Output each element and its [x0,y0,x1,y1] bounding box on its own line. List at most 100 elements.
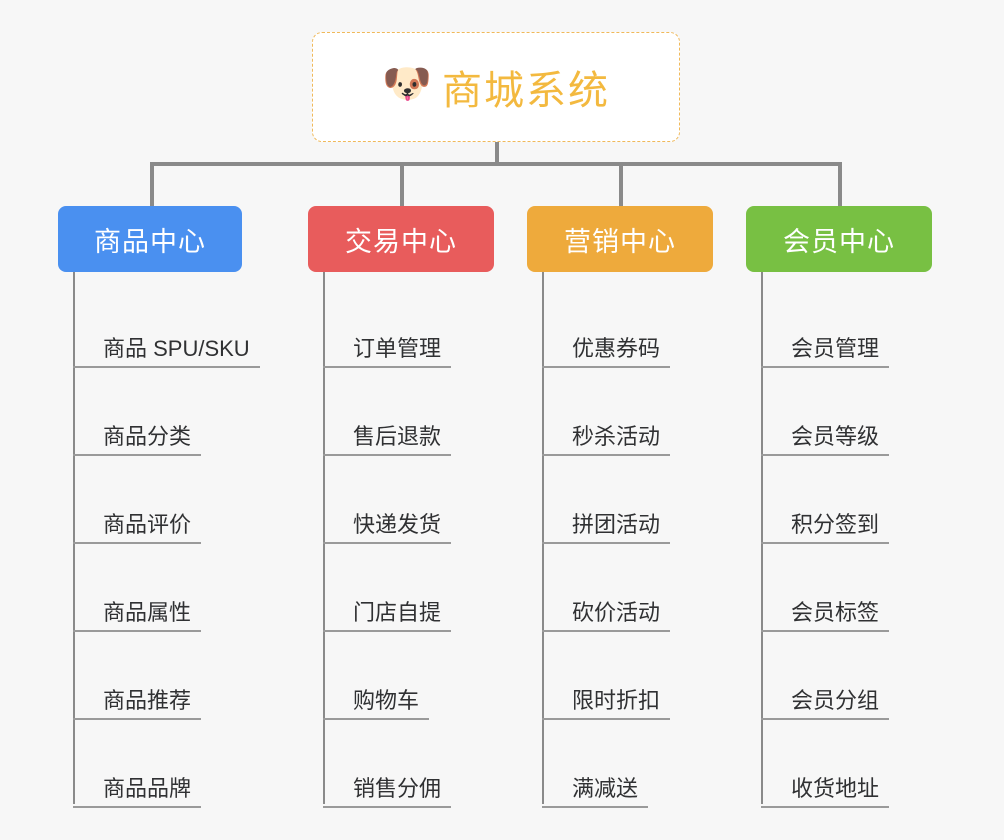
leaf-label: 满减送 [572,775,639,801]
leaf-item[interactable]: 会员分组 [761,632,966,720]
leaf-item[interactable]: 快递发货 [323,456,528,544]
category-box-4[interactable]: 会员中心 [746,206,932,272]
leaf-label: 砍价活动 [572,599,661,625]
leaf-label: 购物车 [353,687,420,713]
connector-drop-2 [400,162,404,206]
leaf-label: 积分签到 [791,511,880,537]
leaf-item[interactable]: 商品品牌 [73,720,278,808]
leaf-item[interactable]: 商品评价 [73,456,278,544]
leaf-label: 商品品牌 [103,775,192,801]
connector-drop-1 [150,162,154,206]
category-column-3: 营销中心 优惠券码 秒杀活动 拼团活动 砍价活动 限时折扣 [527,206,747,808]
leaf-underline [761,454,889,456]
category-column-1: 商品中心 商品 SPU/SKU 商品分类 商品评价 商品属性 商品推荐 [58,206,278,808]
leaf-label: 会员标签 [791,599,880,625]
leaf-item[interactable]: 优惠券码 [542,280,747,368]
leaf-label: 会员分组 [791,687,880,713]
leaf-underline [73,718,201,720]
leaf-list-4: 会员管理 会员等级 积分签到 会员标签 会员分组 收货地址 [746,272,966,808]
category-label-3: 营销中心 [564,226,676,257]
leaf-spine-2 [323,272,325,804]
leaf-item[interactable]: 售后退款 [323,368,528,456]
leaf-item[interactable]: 订单管理 [323,280,528,368]
leaf-underline [761,542,889,544]
leaf-item[interactable]: 拼团活动 [542,456,747,544]
leaf-underline [761,806,889,808]
connector-horizontal-bus [150,162,840,166]
leaf-underline [323,806,451,808]
shiba-dog-face-icon: 🐶 [382,62,432,106]
leaf-label: 商品分类 [103,423,192,449]
leaf-underline [542,718,670,720]
leaf-item[interactable]: 商品分类 [73,368,278,456]
leaf-label: 商品属性 [103,599,192,625]
leaf-label: 限时折扣 [572,687,661,713]
leaf-underline [323,718,429,720]
leaf-item[interactable]: 商品属性 [73,544,278,632]
leaf-item[interactable]: 砍价活动 [542,544,747,632]
leaf-underline [73,630,201,632]
leaf-underline [761,366,889,368]
leaf-list-1: 商品 SPU/SKU 商品分类 商品评价 商品属性 商品推荐 商品品牌 [58,272,278,808]
leaf-item[interactable]: 购物车 [323,632,528,720]
leaf-item[interactable]: 销售分佣 [323,720,528,808]
leaf-underline [73,366,260,368]
leaf-underline [542,806,648,808]
category-label-1: 商品中心 [94,226,206,257]
category-column-4: 会员中心 会员管理 会员等级 积分签到 会员标签 会员分组 [746,206,966,808]
leaf-item[interactable]: 会员管理 [761,280,966,368]
leaf-underline [542,542,670,544]
leaf-item[interactable]: 门店自提 [323,544,528,632]
leaf-item[interactable]: 商品 SPU/SKU [73,280,278,368]
connector-root-stem [495,142,499,164]
leaf-spine-4 [761,272,763,804]
leaf-item[interactable]: 限时折扣 [542,632,747,720]
root-title: 商城系统 [442,69,610,113]
leaf-item[interactable]: 秒杀活动 [542,368,747,456]
leaf-underline [542,366,670,368]
leaf-label: 会员管理 [791,335,880,361]
leaf-list-3: 优惠券码 秒杀活动 拼团活动 砍价活动 限时折扣 满减送 [527,272,747,808]
leaf-label: 会员等级 [791,423,880,449]
leaf-underline [73,806,201,808]
leaf-item[interactable]: 商品推荐 [73,632,278,720]
leaf-label: 销售分佣 [353,775,442,801]
leaf-underline [761,718,889,720]
category-box-1[interactable]: 商品中心 [58,206,242,272]
leaf-label: 商品评价 [103,511,192,537]
leaf-label: 售后退款 [353,423,442,449]
leaf-label: 秒杀活动 [572,423,661,449]
leaf-underline [73,454,201,456]
connector-drop-3 [619,162,623,206]
category-label-4: 会员中心 [783,226,895,257]
leaf-label: 门店自提 [353,599,442,625]
leaf-underline [73,542,201,544]
leaf-underline [761,630,889,632]
leaf-underline [323,542,451,544]
leaf-item[interactable]: 收货地址 [761,720,966,808]
leaf-label: 优惠券码 [572,335,661,361]
leaf-label: 快递发货 [353,511,442,537]
leaf-item[interactable]: 满减送 [542,720,747,808]
leaf-underline [542,454,670,456]
leaf-label: 商品 SPU/SKU [103,335,250,361]
leaf-item[interactable]: 会员等级 [761,368,966,456]
category-column-2: 交易中心 订单管理 售后退款 快递发货 门店自提 购物车 [308,206,528,808]
root-node[interactable]: 🐶 商城系统 [312,32,680,142]
leaf-item[interactable]: 积分签到 [761,456,966,544]
leaf-label: 订单管理 [353,335,442,361]
leaf-label: 拼团活动 [572,511,661,537]
category-label-2: 交易中心 [345,226,457,257]
category-box-3[interactable]: 营销中心 [527,206,713,272]
leaf-spine-1 [73,272,75,804]
leaf-underline [542,630,670,632]
leaf-underline [323,630,451,632]
leaf-item[interactable]: 会员标签 [761,544,966,632]
leaf-label: 商品推荐 [103,687,192,713]
category-box-2[interactable]: 交易中心 [308,206,494,272]
leaf-label: 收货地址 [791,775,880,801]
leaf-spine-3 [542,272,544,804]
leaf-underline [323,366,451,368]
leaf-list-2: 订单管理 售后退款 快递发货 门店自提 购物车 销售分佣 [308,272,528,808]
